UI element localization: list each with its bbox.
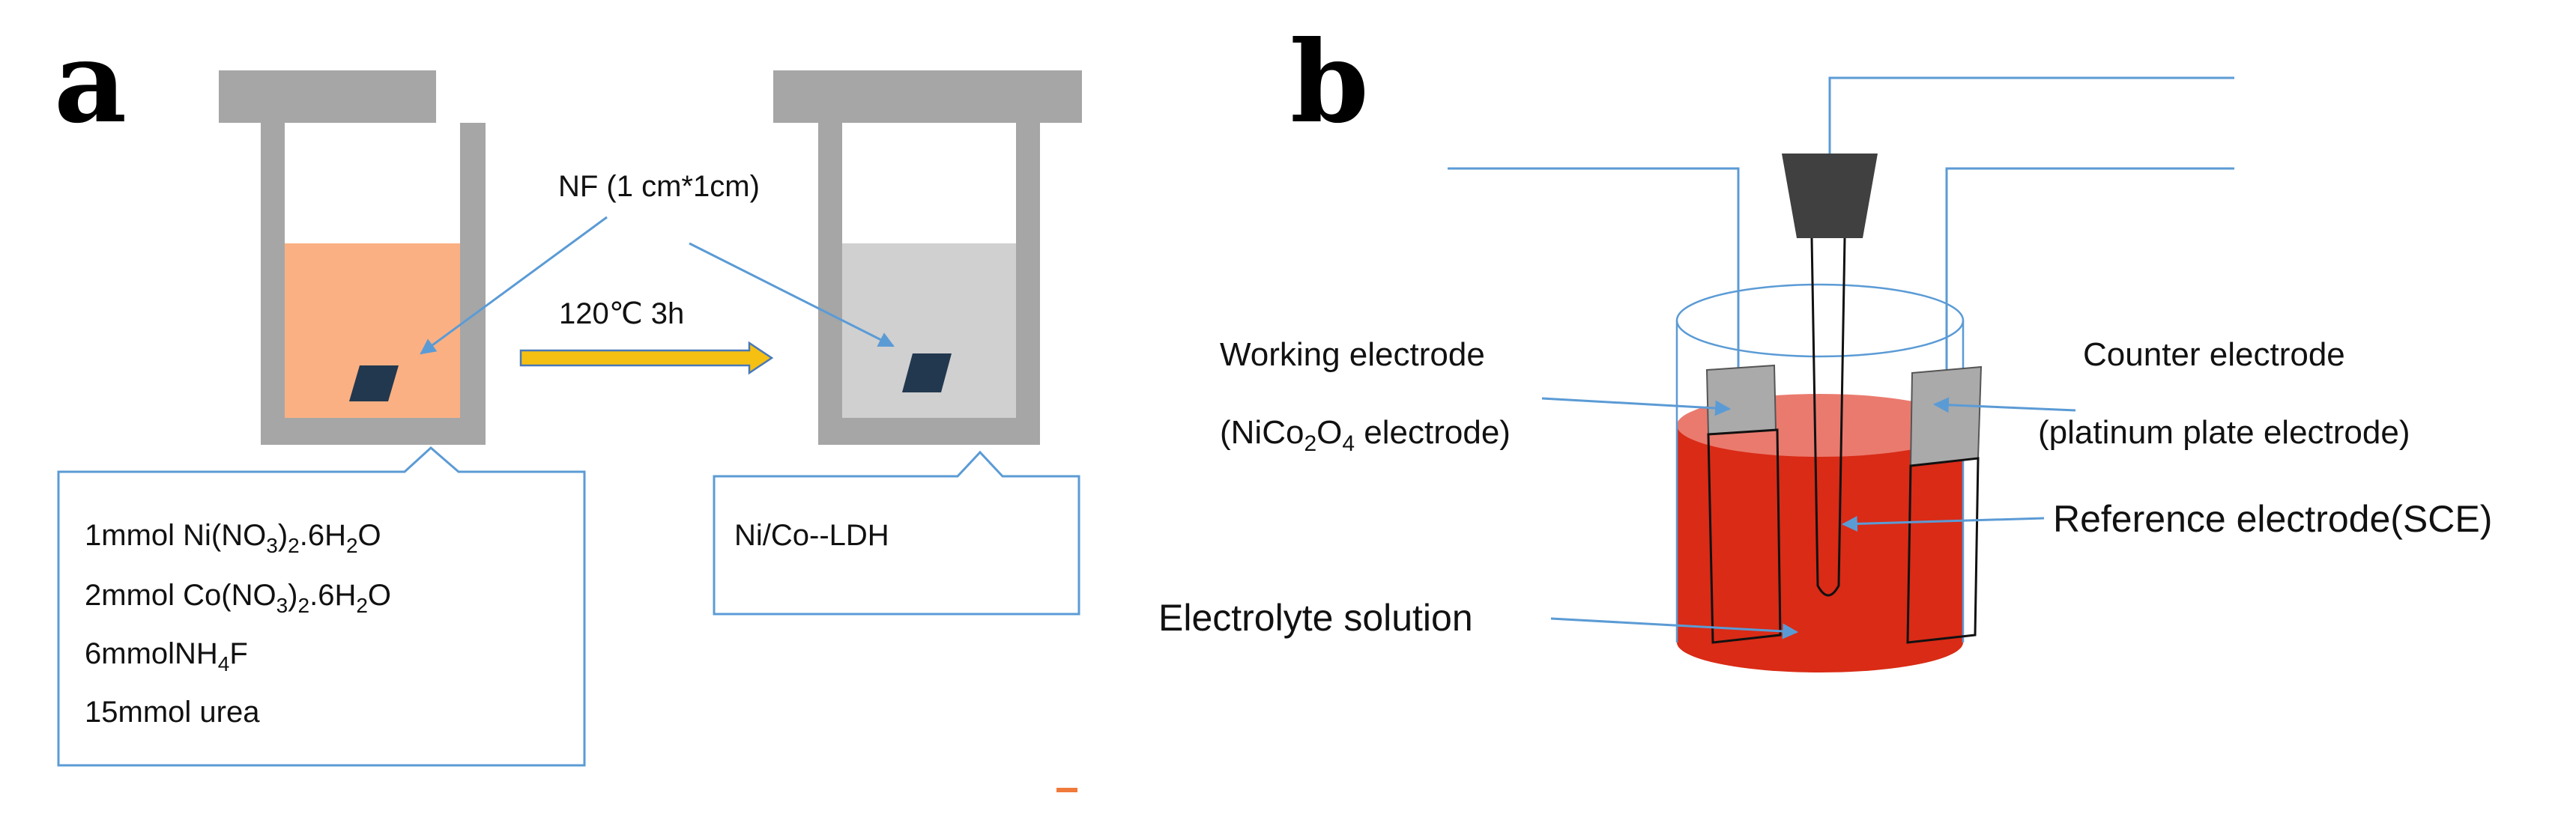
- reference-electrode-stopper: [1782, 154, 1878, 238]
- product-label: Ni/Co--LDH: [734, 519, 889, 552]
- reference-electrode-wire: [1828, 76, 2234, 154]
- working-electrode-pointer: [1541, 397, 1732, 416]
- counter-electrode: [1906, 167, 2234, 644]
- reference-electrode-pointer: [1841, 515, 2045, 532]
- autoclave-left: [219, 70, 486, 445]
- reference-electrode-tube: [1810, 237, 1846, 597]
- working-electrode-sublabel: (NiCo2O4 electrode): [1220, 414, 1511, 456]
- reference-electrode-label: Reference electrode(SCE): [2053, 498, 2492, 540]
- counter-electrode-wire: [1945, 167, 2234, 373]
- electrolyte-body: [1677, 425, 1963, 672]
- working-electrode-plate-immersed: [1707, 428, 1782, 644]
- panel-a-letter: a: [54, 16, 127, 148]
- reagents-callout: [57, 446, 586, 767]
- reaction-arrow: [519, 341, 774, 375]
- reagent-2: 2mmol Co(NO3)2.6H2O: [85, 579, 391, 617]
- nickel-foam-sample-left: [349, 365, 399, 401]
- reference-electrode: [1782, 76, 2234, 597]
- reagent-4: 15mmol urea: [85, 696, 260, 729]
- counter-electrode-sublabel: (platinum plate electrode): [2038, 414, 2410, 451]
- electrolyte-label: Electrolyte solution: [1158, 597, 1473, 639]
- electrochemical-cell: [1675, 283, 1965, 672]
- autoclave-right-lid: [773, 70, 1082, 123]
- autoclave-left-lid: [219, 70, 436, 123]
- reagent-3: 6mmolNH4F: [85, 637, 248, 675]
- nf-pointer-right: [689, 242, 895, 347]
- working-electrode-label: Working electrode: [1220, 336, 1485, 373]
- working-electrode-plate-top: [1705, 364, 1777, 436]
- nf-pointer-left: [420, 216, 608, 355]
- reaction-condition: 120℃ 3h: [559, 297, 684, 330]
- beaker-rim: [1675, 283, 1965, 358]
- counter-electrode-plate-top: [1909, 365, 1983, 467]
- counter-electrode-plate-immersed: [1906, 457, 1980, 644]
- panel-b-letter: b: [1290, 16, 1369, 148]
- electrolyte-pointer: [1550, 617, 1799, 640]
- stray-mark: [1056, 788, 1077, 792]
- reagent-1: 1mmol Ni(NO3)2.6H2O: [85, 519, 381, 557]
- nickel-foam-sample-right: [902, 353, 952, 392]
- nf-label: NF (1 cm*1cm): [558, 170, 760, 203]
- product-callout: [713, 450, 1080, 616]
- autoclave-right: [773, 70, 1082, 445]
- counter-electrode-pointer: [1932, 397, 2076, 413]
- working-electrode-wire: [1448, 167, 1740, 373]
- counter-electrode-label: Counter electrode: [2083, 336, 2345, 373]
- working-electrode: [1448, 167, 1782, 644]
